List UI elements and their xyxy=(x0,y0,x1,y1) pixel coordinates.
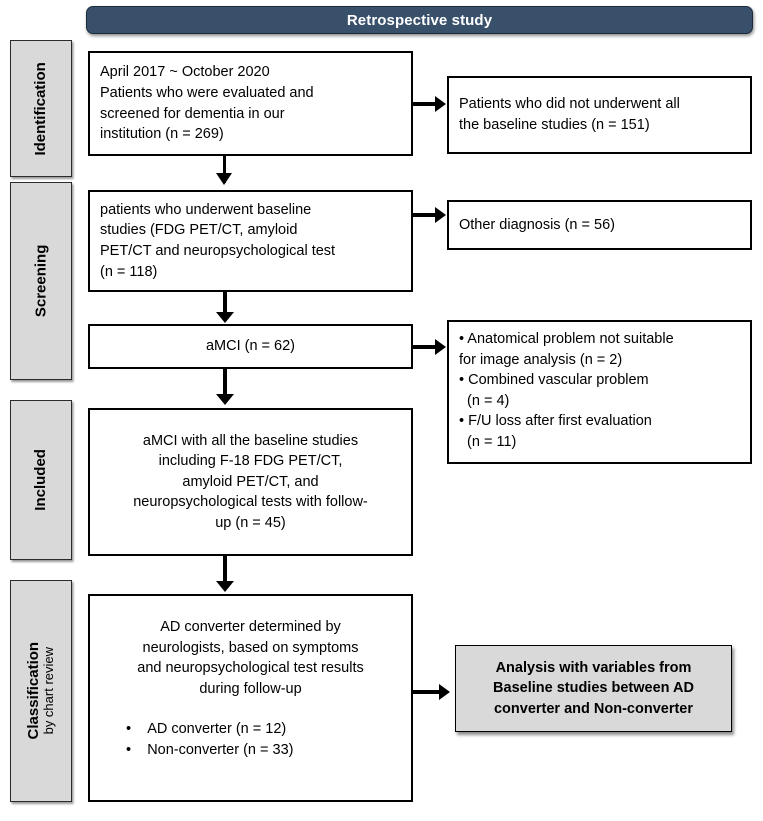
stage-label-classification: Classification by chart review xyxy=(10,580,72,802)
identification-line-4: institution (n = 269) xyxy=(100,126,224,143)
box-amci: aMCI (n = 62) xyxy=(88,324,413,369)
analysis-line-1: Analysis with variables from xyxy=(495,660,692,677)
excluded-bullet-line-6: (n = 11) xyxy=(459,433,517,450)
arrow-line-screening-to-other-diagnosis xyxy=(413,213,439,217)
stage-screening-text: Screening xyxy=(32,244,50,318)
arrow-line-identification-to-excluded xyxy=(413,102,439,106)
excluded-bullet-line-3: • Combined vascular problem xyxy=(459,372,649,389)
stage-identification-text: Identification xyxy=(32,61,50,156)
study-banner: Retrospective study xyxy=(86,6,753,34)
box-excluded-other-diagnosis: Other diagnosis (n = 56) xyxy=(447,200,752,250)
arrow-line-identification-to-screening xyxy=(223,156,226,183)
box-identification: April 2017 ~ October 2020 Patients who w… xyxy=(88,51,413,156)
arrow-head-screening-to-amci xyxy=(216,312,234,323)
included-line-5: up (n = 45) xyxy=(215,514,286,531)
amci-line-1: aMCI (n = 62) xyxy=(205,338,296,355)
stage-included-text: Included xyxy=(32,449,50,511)
stage-classification-subtext: by chart review xyxy=(41,647,57,735)
analysis-line-2: Baseline studies between AD xyxy=(493,680,694,697)
excluded-bullet-line-5: • F/U loss after first evaluation xyxy=(459,413,652,430)
arrow-head-amci-to-included xyxy=(216,394,234,405)
screening-line-3: PET/CT and neuropsychological test xyxy=(100,243,336,259)
arrow-line-classification-to-analysis xyxy=(413,690,443,694)
classification-line-4: during follow-up xyxy=(199,680,302,697)
banner-title: Retrospective study xyxy=(346,11,493,29)
box-included: aMCI with all the baseline studies inclu… xyxy=(88,408,413,556)
excluded-baseline-line-1: Patients who did not underwent all xyxy=(459,96,680,113)
arrow-head-classification-to-analysis xyxy=(439,684,450,700)
excluded-bullet-line-1: • Anatomical problem not suitable xyxy=(459,331,674,347)
arrow-head-identification-to-excluded xyxy=(435,96,446,112)
included-line-3: amyloid PET/CT, and xyxy=(182,473,319,490)
identification-line-2: Patients who were evaluated and xyxy=(100,84,314,101)
arrow-head-included-to-classification xyxy=(216,581,234,592)
included-line-1: aMCI with all the baseline studies xyxy=(142,432,359,449)
identification-line-1: April 2017 ~ October 2020 xyxy=(100,64,270,81)
classification-line-1: AD converter determined by xyxy=(160,619,341,635)
classification-line-2: neurologists, based on symptoms xyxy=(142,639,359,656)
box-analysis: Analysis with variables from Baseline st… xyxy=(455,645,732,732)
screening-line-4: (n = 118) xyxy=(100,263,158,280)
analysis-line-3: converter and Non-converter xyxy=(493,700,694,717)
classification-line-3: and neuropsychological test results xyxy=(137,660,364,677)
stage-label-screening: Screening xyxy=(10,182,72,380)
arrow-line-amci-to-exclusions xyxy=(413,345,439,349)
classification-bullets-list: • AD converter (n = 12) • Non-converter … xyxy=(74,719,427,760)
excluded-baseline-line-2: the baseline studies (n = 151) xyxy=(459,117,650,133)
arrow-head-identification-to-screening xyxy=(216,173,232,185)
screening-line-2: studies (FDG PET/CT, amyloid xyxy=(100,222,298,239)
box-excluded-baseline: Patients who did not underwent all the b… xyxy=(447,76,752,154)
box-excluded-bullets: • Anatomical problem not suitable for im… xyxy=(447,320,752,464)
excluded-bullet-line-4: (n = 4) xyxy=(459,392,510,409)
box-classification: AD converter determined by neurologists,… xyxy=(88,594,413,802)
box-screening: patients who underwent baseline studies … xyxy=(88,190,413,292)
stage-label-included: Included xyxy=(10,400,72,560)
arrow-line-screening-to-amci xyxy=(223,292,227,320)
arrow-head-screening-to-other-diagnosis xyxy=(435,207,446,223)
stage-label-identification: Identification xyxy=(10,40,72,177)
excluded-other-diagnosis-line-1: Other diagnosis (n = 56) xyxy=(459,216,615,233)
included-line-2: including F-18 FDG PET/CT, xyxy=(158,453,343,470)
classification-bullet-2: • Non-converter (n = 33) xyxy=(126,741,294,758)
arrow-head-amci-to-exclusions xyxy=(435,339,446,355)
excluded-bullets-list: • Anatomical problem not suitable for im… xyxy=(459,329,740,452)
stage-classification-text: Classification xyxy=(25,642,43,740)
identification-line-3: screened for dementia in our xyxy=(100,105,285,122)
arrow-line-amci-to-included xyxy=(223,369,227,401)
screening-line-1: patients who underwent baseline xyxy=(100,201,312,218)
arrow-line-included-to-classification xyxy=(223,556,227,588)
classification-bullet-1: • AD converter (n = 12) xyxy=(126,721,287,738)
included-line-4: neuropsychological tests with follow- xyxy=(133,494,368,511)
excluded-bullet-line-2: for image analysis (n = 2) xyxy=(459,351,623,368)
